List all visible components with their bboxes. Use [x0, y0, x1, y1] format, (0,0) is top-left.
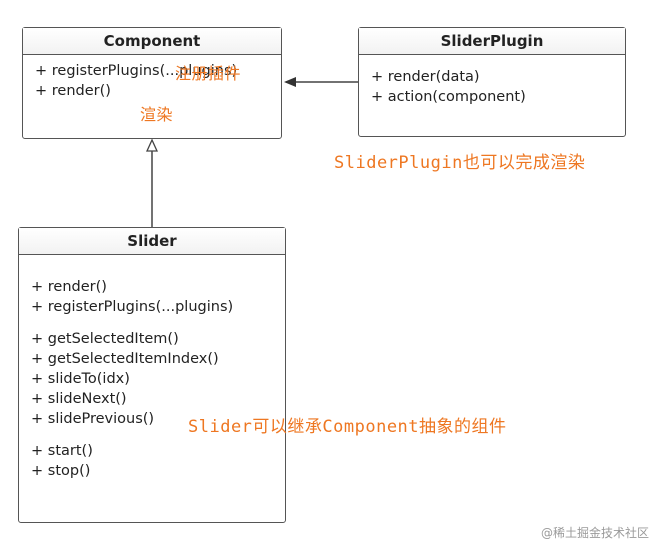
- slider-plugin-class: SliderPlugin + render(data) + action(com…: [358, 27, 626, 137]
- slider-plugin-method: + render(data): [371, 69, 480, 85]
- slider-method: + slideTo(idx): [31, 371, 130, 387]
- annotation-register-plugins: 注册插件: [175, 64, 242, 83]
- slider-class: Slider + render() + registerPlugins(...p…: [18, 227, 286, 523]
- plugin-to-component-arrowhead: [284, 77, 296, 87]
- slider-method: + stop(): [31, 463, 91, 479]
- component-methods: + registerPlugins(...plugins) + render(): [23, 55, 281, 107]
- component-class: Component + registerPlugins(...plugins) …: [22, 27, 282, 139]
- watermark: @稀土掘金技术社区: [540, 526, 649, 540]
- component-method: + registerPlugins(...plugins): [35, 63, 238, 79]
- slider-plugin-title: SliderPlugin: [359, 28, 625, 55]
- slider-method: + render(): [31, 279, 107, 295]
- inheritance-arrowhead: [145, 138, 159, 152]
- slider-method: + slidePrevious(): [31, 411, 155, 427]
- slider-method: + slideNext(): [31, 391, 127, 407]
- annotation-plugin-render: SliderPlugin也可以完成渲染: [334, 153, 586, 173]
- slider-method: + getSelectedItemIndex(): [31, 351, 219, 367]
- slider-title: Slider: [19, 228, 285, 255]
- component-title: Component: [23, 28, 281, 55]
- component-method: + render(): [35, 83, 111, 99]
- slider-method: + getSelectedItem(): [31, 331, 179, 347]
- slider-methods: + render() + registerPlugins(...plugins)…: [19, 255, 285, 487]
- slider-method: + registerPlugins(...plugins): [31, 299, 234, 315]
- annotation-slider-inherit: Slider可以继承Component抽象的组件: [188, 417, 507, 437]
- annotation-render: 渲染: [140, 105, 174, 124]
- slider-plugin-methods: + render(data) + action(component): [359, 55, 625, 113]
- slider-plugin-method: + action(component): [371, 89, 526, 105]
- slider-method: + start(): [31, 443, 93, 459]
- method-group-divider: [31, 317, 273, 329]
